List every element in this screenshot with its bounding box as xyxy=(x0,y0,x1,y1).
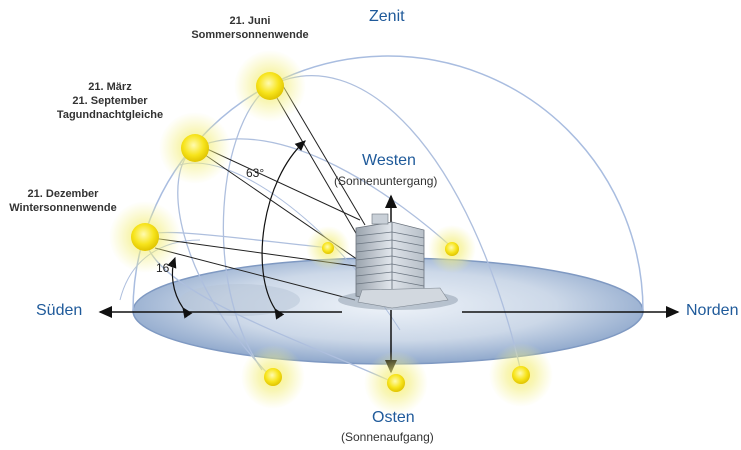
sun-sunrise-summer xyxy=(489,343,553,407)
label-winter-date: 21. Dezember xyxy=(27,188,99,200)
label-zenit: Zenit xyxy=(369,8,405,25)
sun-sunset-equinox xyxy=(306,226,350,270)
label-osten-sub: (Sonnenaufgang) xyxy=(341,430,434,444)
label-maerz: 21. März xyxy=(88,81,132,93)
sun-summer xyxy=(234,50,306,122)
label-osten: Osten xyxy=(372,409,415,426)
label-sueden: Süden xyxy=(36,302,83,319)
angle-label-low: 16° xyxy=(156,261,175,275)
sun-sunset-summer xyxy=(428,225,476,273)
label-westen-sub: (Sonnenuntergang) xyxy=(334,174,438,188)
angle-arc-low xyxy=(167,256,193,319)
label-winter: 21. Dezember Wintersonnenwende xyxy=(3,187,123,215)
sun-sunrise-equinox xyxy=(364,351,428,415)
sun-winter xyxy=(109,201,181,273)
label-equinox-name: Tagundnachtgleiche xyxy=(56,109,164,121)
label-norden: Norden xyxy=(686,302,739,319)
sun-equinox xyxy=(159,112,231,184)
building xyxy=(338,213,458,310)
label-winter-name: Wintersonnenwende xyxy=(9,202,117,214)
label-summer-date: 21. Juni xyxy=(229,15,271,27)
label-september: 21. September xyxy=(72,95,148,107)
label-equinox: 21. März 21. September Tagundnachtgleich… xyxy=(50,80,170,122)
sun-sunrise-winter xyxy=(241,345,305,409)
angle-arc-high xyxy=(261,140,306,320)
label-summer: 21. Juni Sommersonnenwende xyxy=(190,14,310,42)
angle-label-high: 63° xyxy=(246,166,265,180)
label-westen: Westen xyxy=(362,152,416,169)
sky-dome xyxy=(132,55,644,312)
label-summer-name: Sommersonnenwende xyxy=(191,29,309,41)
